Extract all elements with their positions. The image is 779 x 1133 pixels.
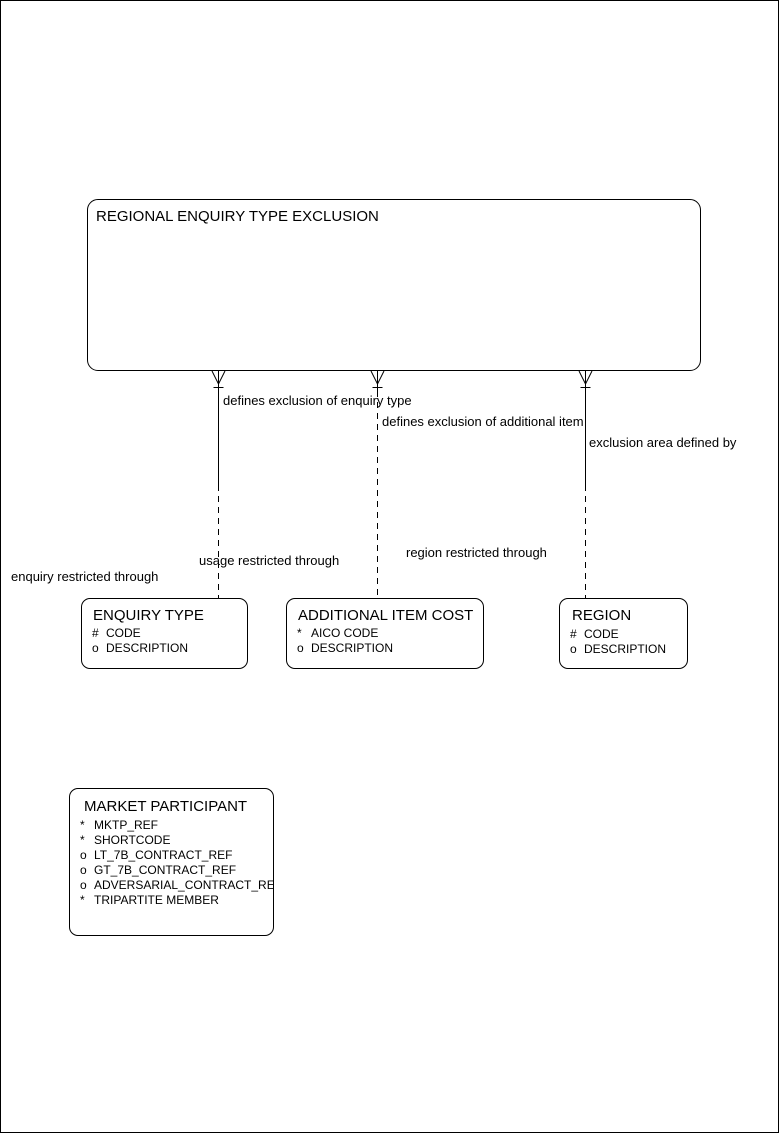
attribute-marker: *: [80, 833, 85, 847]
attribute-row: o DESCRIPTION: [92, 641, 188, 656]
attribute-marker: o: [570, 642, 577, 656]
attribute-marker: o: [80, 863, 87, 877]
attribute-row: o ADVERSARIAL_CONTRACT_REF: [80, 878, 274, 893]
attribute-name: AICO CODE: [311, 626, 379, 640]
entity-additional-item-cost[interactable]: ADDITIONAL ITEM COST * AICO CODE o DESCRIP…: [286, 598, 484, 669]
crow-foot-icon: [578, 370, 593, 385]
attribute-marker: o: [80, 878, 87, 892]
attribute-row: * TRIPARTITE MEMBER: [80, 893, 273, 908]
entity-enquiry-type[interactable]: ENQUIRY TYPE # CODE o DESCRIPTION: [81, 598, 248, 669]
attribute-name: GT_7B_CONTRACT_REF: [94, 863, 237, 877]
relationship-line-additional-item-cost[interactable]: [370, 370, 385, 598]
attribute-name: DESCRIPTION: [106, 641, 189, 655]
entity-title: REGIONAL ENQUIRY TYPE EXCLUSION: [96, 208, 379, 225]
attribute-name: LT_7B_CONTRACT_REF: [94, 848, 233, 862]
relationship-line-enquiry-type[interactable]: [211, 370, 226, 598]
attribute-name: ADVERSARIAL_CONTRACT_REF: [94, 878, 274, 892]
entity-region[interactable]: REGION # CODE o DESCRIPTION: [559, 598, 688, 669]
attribute-row: * AICO CODE: [297, 626, 393, 641]
entity-market-participant[interactable]: MARKET PARTICIPANT * MKTP_REF * SHORTCODE …: [69, 788, 274, 936]
attribute-name: TRIPARTITE MEMBER: [94, 893, 219, 907]
entity-title: ADDITIONAL ITEM COST: [298, 607, 474, 624]
attribute-row: # CODE: [570, 627, 666, 642]
relationship-label-exclusion-area-defined-by: exclusion area defined by: [589, 435, 737, 450]
attribute-marker: o: [80, 848, 87, 862]
attribute-row: # CODE: [92, 626, 188, 641]
attribute-marker: *: [80, 893, 85, 907]
attribute-list: # CODE o DESCRIPTION: [570, 627, 666, 657]
attribute-marker: *: [297, 626, 302, 640]
relationship-label-usage-restricted-through: usage restricted through: [199, 553, 340, 568]
attribute-row: * SHORTCODE: [80, 833, 273, 848]
attribute-marker: o: [297, 641, 304, 655]
attribute-marker: o: [92, 641, 99, 655]
relationship-label-defines-exclusion-of-additional-item: defines exclusion of additional item: [382, 414, 584, 429]
attribute-row: o LT_7B_CONTRACT_REF: [80, 848, 273, 863]
relationship-label-region-restricted-through: region restricted through: [406, 545, 547, 560]
crow-foot-icon: [370, 370, 385, 385]
attribute-list: * MKTP_REF * SHORTCODE o LT_7B_CONTRACT_REF…: [80, 818, 274, 908]
attribute-name: DESCRIPTION: [311, 641, 394, 655]
attribute-row: o GT_7B_CONTRACT_REF: [80, 863, 273, 878]
entity-regional-enquiry-type-exclusion[interactable]: REGIONAL ENQUIRY TYPE EXCLUSION: [87, 199, 701, 371]
entity-title: MARKET PARTICIPANT: [84, 798, 248, 815]
attribute-list: # CODE o DESCRIPTION: [92, 626, 188, 656]
attribute-row: * MKTP_REF: [80, 818, 273, 833]
attribute-name: SHORTCODE: [94, 833, 171, 847]
attribute-row: o DESCRIPTION: [297, 641, 393, 656]
attribute-name: CODE: [584, 627, 619, 641]
attribute-row: o DESCRIPTION: [570, 642, 666, 657]
attribute-marker: *: [80, 818, 85, 832]
attribute-marker: #: [92, 626, 99, 640]
entity-title: REGION: [572, 607, 632, 624]
relationship-line-region[interactable]: [578, 370, 593, 598]
crow-foot-icon: [211, 370, 226, 385]
entity-title: ENQUIRY TYPE: [93, 607, 204, 624]
attribute-name: CODE: [106, 626, 141, 640]
relationship-label-enquiry-restricted-through: enquiry restricted through: [11, 569, 159, 584]
attribute-list: * AICO CODE o DESCRIPTION: [297, 626, 393, 656]
relationship-label-defines-exclusion-of-enquiry-type: defines exclusion of enquiry type: [223, 393, 412, 408]
attribute-name: DESCRIPTION: [584, 642, 667, 656]
attribute-marker: #: [570, 627, 577, 641]
attribute-name: MKTP_REF: [94, 818, 159, 832]
